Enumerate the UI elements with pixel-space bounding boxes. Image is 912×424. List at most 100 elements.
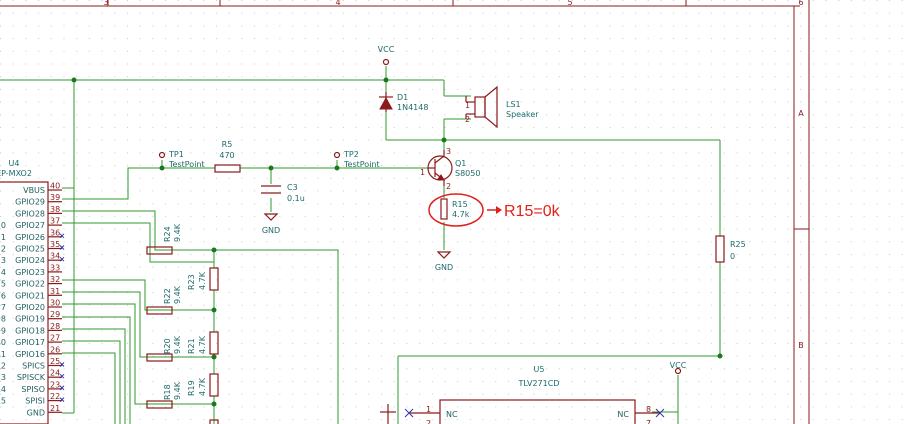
u4-pin-number: 40 bbox=[50, 182, 60, 191]
gnd-label-r15: GND bbox=[435, 263, 453, 272]
testpoint-tp1: TP1 TestPoint bbox=[158, 150, 205, 169]
u4-pin-name: GPIO17 bbox=[15, 338, 45, 347]
u4-pin-number: 28 bbox=[50, 322, 60, 331]
u4-left-pin-label: 6 bbox=[1, 291, 6, 300]
u4-left-pin-label: 2 bbox=[1, 245, 6, 254]
gnd-label-c3: GND bbox=[262, 226, 280, 235]
u4-left-pin-label: 1 bbox=[1, 233, 6, 242]
q1-ref: Q1 bbox=[455, 159, 466, 168]
d1-ref: D1 bbox=[397, 93, 408, 102]
u4-pin-name: GPIO28 bbox=[15, 209, 45, 218]
u5-pin7: 7 bbox=[646, 419, 651, 424]
tp1-value: TestPoint bbox=[168, 160, 205, 169]
resistor-r24: R24 9.4K bbox=[146, 223, 182, 255]
resistor-r15: R15 4.7k bbox=[440, 198, 470, 220]
u4-pin-name: GPIO16 bbox=[15, 350, 45, 359]
u4-pin-number: 29 bbox=[50, 310, 60, 319]
no-connect-icon bbox=[59, 397, 65, 402]
r24-value: 9.4K bbox=[173, 223, 182, 242]
u4-left-pin-label: 9 bbox=[1, 326, 6, 335]
c3-value: 0.1u bbox=[287, 194, 305, 203]
tp2-ref: TP2 bbox=[343, 150, 359, 159]
u4-pin-name: SPISI bbox=[25, 397, 45, 406]
r15-ref: R15 bbox=[452, 200, 468, 209]
u4-pin-name: GND bbox=[27, 408, 45, 417]
testpoint-tp2: TP2 TestPoint bbox=[333, 150, 380, 169]
u5-pin2: 2 bbox=[426, 419, 431, 424]
gnd-symbol-c3: GND bbox=[262, 213, 280, 235]
u4-left-pin-label: 14 bbox=[0, 385, 6, 394]
vcc-symbol-top: VCC bbox=[378, 45, 395, 66]
u4-pin-name: GPIO23 bbox=[15, 268, 45, 277]
vcc-symbol-u5: VCC bbox=[670, 361, 687, 375]
annotation-circle bbox=[428, 193, 484, 227]
no-connect-icon bbox=[59, 373, 65, 379]
u4-pin-name: SPISO bbox=[21, 385, 45, 394]
u4-pin-name: VBUS bbox=[23, 186, 45, 195]
frame-column-4: 4 bbox=[335, 0, 340, 7]
resistor-r20: R20 9.4K bbox=[146, 335, 182, 362]
gnd-symbol-r15: GND bbox=[435, 251, 453, 272]
resistor-r22: R22 9.4K bbox=[146, 285, 182, 315]
frame-column-6: 6 bbox=[798, 0, 803, 7]
r22-value: 9.4K bbox=[173, 285, 182, 304]
u4-pin-name: GPIO26 bbox=[15, 233, 45, 242]
q1-pin2: 2 bbox=[446, 182, 451, 191]
ic-u5: U5 TLV271CD 1 NC 2 8 NC 7 bbox=[380, 365, 665, 424]
transistor-q1: 1 2 3 Q1 S8050 bbox=[420, 147, 480, 191]
r15-value: 4.7k bbox=[452, 210, 470, 219]
u4-pin-number: 31 bbox=[50, 287, 60, 296]
u4-pin-name: GPIO29 bbox=[15, 198, 45, 207]
resistor-r5: R5 470 bbox=[214, 140, 241, 173]
ls1-pin1: 1 bbox=[465, 101, 470, 110]
u4-pin-number: 32 bbox=[50, 275, 60, 284]
ls1-pin2: 2 bbox=[465, 115, 470, 124]
resistor-r21: R21 4.7K bbox=[187, 331, 219, 355]
no-connect-icon bbox=[59, 245, 65, 250]
u5-pin8-name: NC bbox=[617, 410, 629, 419]
u4-pin-name: GPIO21 bbox=[15, 291, 45, 300]
c3-ref: C3 bbox=[287, 183, 298, 192]
u4-pin-number: 25 bbox=[50, 357, 60, 366]
resistor-r19: R19 4.7K bbox=[187, 373, 219, 397]
vcc-label-u5: VCC bbox=[670, 361, 687, 370]
module-u4: U4 EP-MXO2 40VBUS39GPIO2938GPIO2837GPIO2… bbox=[0, 159, 65, 424]
u5-value: TLV271CD bbox=[518, 379, 560, 388]
u5-pin1-name: NC bbox=[446, 410, 458, 419]
r23-value: 4.7K bbox=[198, 271, 207, 290]
r19-value: 4.7K bbox=[198, 377, 207, 396]
r20-ref: R20 bbox=[163, 338, 172, 354]
q1-pin1: 1 bbox=[420, 168, 425, 177]
u4-pin-name: GPIO27 bbox=[15, 221, 45, 230]
u4-left-pin-label: 11 bbox=[0, 350, 6, 359]
frame-row-b: B bbox=[798, 341, 804, 350]
r20-value: 9.4K bbox=[173, 335, 182, 354]
r19-ref: R19 bbox=[187, 380, 196, 396]
vcc-label: VCC bbox=[378, 45, 395, 54]
u4-left-pin-label: 3 bbox=[1, 256, 6, 265]
r18-ref: R18 bbox=[163, 384, 172, 400]
u4-pin-name: GPIO22 bbox=[15, 280, 45, 289]
u4-pin-name: GPIO20 bbox=[15, 303, 45, 312]
q1-pin3: 3 bbox=[446, 147, 451, 156]
r5-value: 470 bbox=[219, 151, 234, 160]
u4-pin-name: GPIO18 bbox=[15, 326, 45, 335]
u4-value: EP-MXO2 bbox=[0, 169, 32, 178]
u4-pin-number: 26 bbox=[50, 345, 60, 354]
u4-pin-name: SPISCK bbox=[17, 373, 46, 382]
ls1-ref: LS1 bbox=[506, 100, 521, 109]
u4-pin-number: 23 bbox=[50, 380, 60, 389]
u4-pin-number: 37 bbox=[50, 217, 60, 226]
no-connect-icon bbox=[59, 385, 65, 391]
u4-pin-number: 36 bbox=[50, 228, 60, 237]
junctions bbox=[71, 77, 723, 407]
u4-left-pin-label: 8 bbox=[1, 315, 6, 324]
diode-d1: D1 1N4148 bbox=[379, 92, 428, 112]
annotation-highlight: R15=0k bbox=[428, 193, 561, 227]
u4-pin-number: 34 bbox=[50, 252, 60, 261]
u5-pin1: 1 bbox=[426, 405, 431, 414]
u4-left-pin-label: 5 bbox=[1, 280, 6, 289]
no-connect-icon bbox=[59, 362, 65, 367]
u4-pin-number: 33 bbox=[50, 263, 60, 272]
